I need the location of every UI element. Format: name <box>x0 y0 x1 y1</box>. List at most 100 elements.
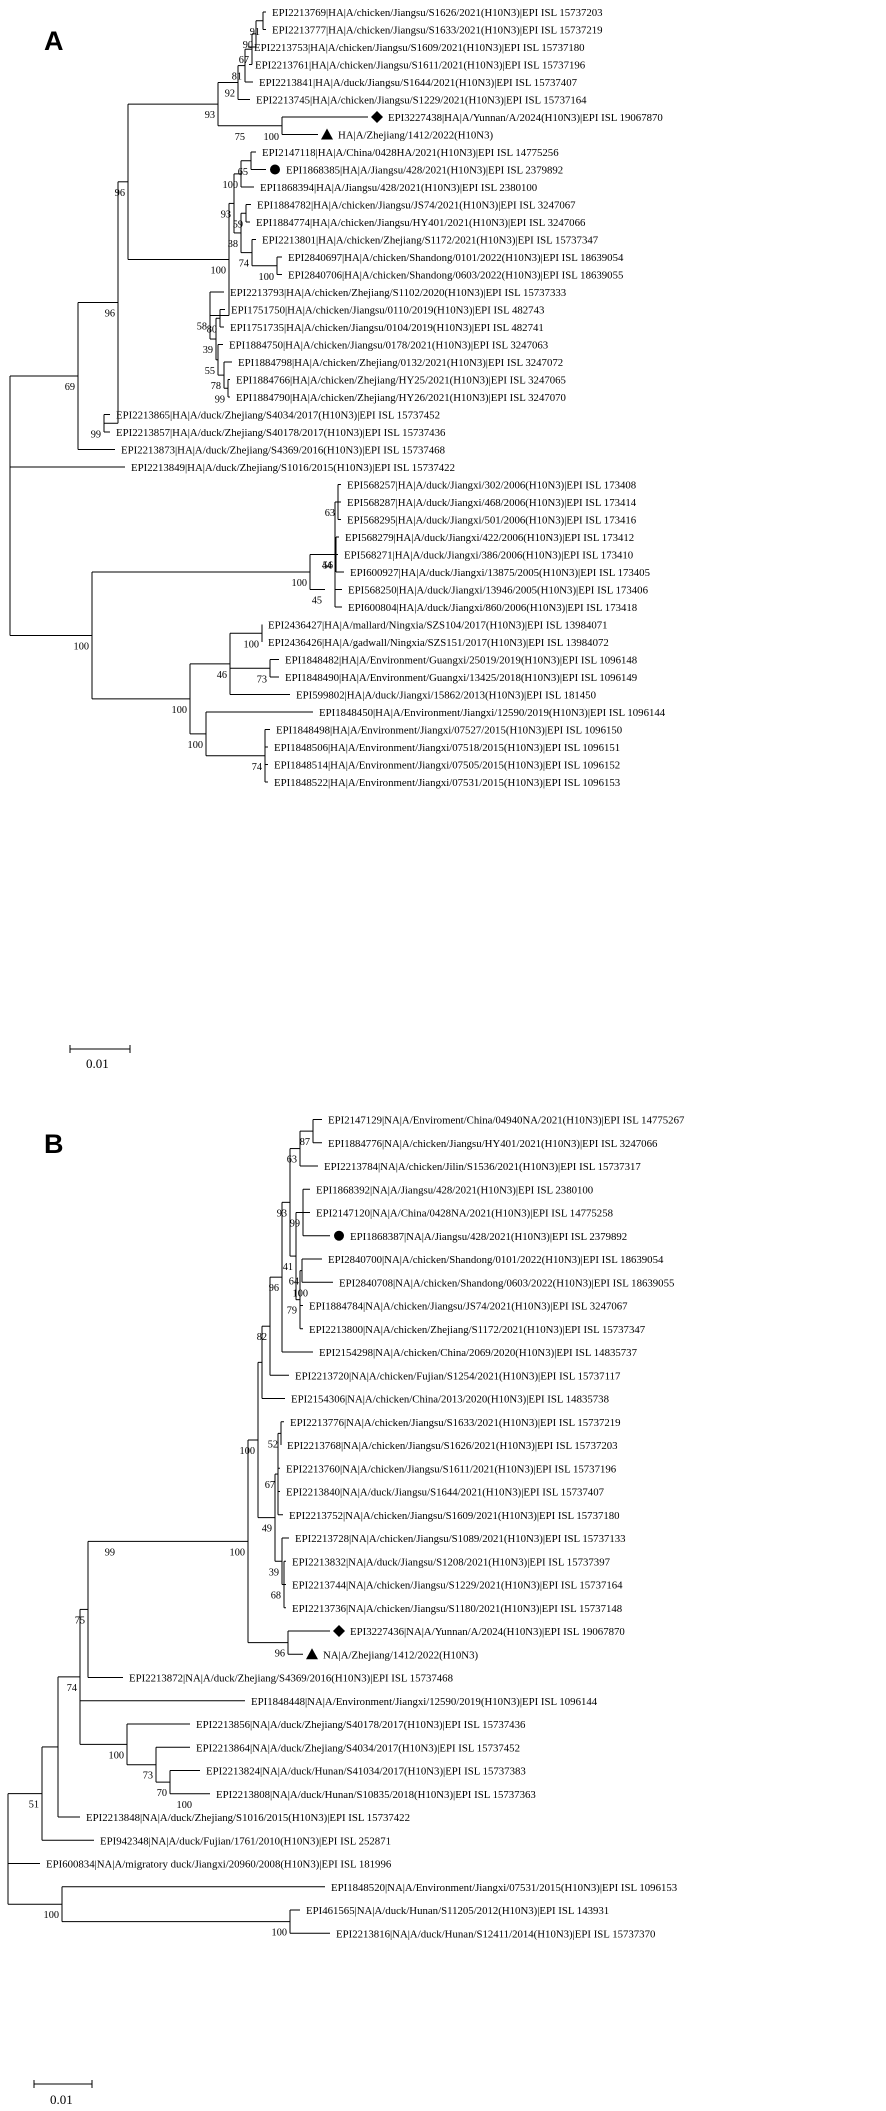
bootstrap-value: 93 <box>221 209 231 220</box>
leaf-label: EPI1884774|HA|A/chicken/Jiangsu/HY401/20… <box>256 217 586 229</box>
bootstrap-value: 65 <box>238 167 248 178</box>
bootstrap-value: 79 <box>287 1306 297 1317</box>
leaf-label: EPI2213800|NA|A/chicken/Zhejiang/S1172/2… <box>309 1324 646 1336</box>
diamond-marker-icon <box>333 1625 345 1637</box>
bootstrap-value: 100 <box>211 265 226 276</box>
leaf-label: EPI2840708|NA|A/chicken/Shandong/0603/20… <box>339 1277 674 1289</box>
leaf-label: EPI1848520|NA|A/Environment/Jiangxi/0753… <box>331 1882 677 1894</box>
bootstrap-value: 78 <box>211 381 221 392</box>
leaf-label: EPI1884798|HA|A/chicken/Zhejiang/0132/20… <box>238 357 563 369</box>
leaf-label: EPI1848506|HA|A/Environment/Jiangxi/0751… <box>274 742 620 754</box>
leaf-label: EPI2213856|NA|A/duck/Zhejiang/S40178/201… <box>196 1719 526 1731</box>
leaf-label: EPI2213824|NA|A/duck/Hunan/S41034/2017(H… <box>206 1766 526 1778</box>
bootstrap-value: 91 <box>250 27 260 38</box>
bootstrap-value: 100 <box>177 1800 192 1811</box>
bootstrap-value: 64 <box>289 1277 299 1288</box>
bootstrap-value: 99 <box>215 394 225 405</box>
panel-b-scale-bar: 0.01 <box>33 2080 93 2107</box>
leaf-label: EPI2213808|NA|A/duck/Hunan/S10835/2018(H… <box>216 1789 536 1801</box>
leaf-label: EPI1848482|HA|A/Environment/Guangxi/2501… <box>285 655 637 667</box>
leaf-label: EPI1848450|HA|A/Environment/Jiangxi/1259… <box>319 707 666 719</box>
bootstrap-value: 100 <box>292 578 307 589</box>
bootstrap-value: 100 <box>259 272 274 283</box>
leaf-label: EPI2213873|HA|A/duck/Zhejiang/S4369/2016… <box>121 445 445 457</box>
panel-a-scale-label: 0.01 <box>86 1056 109 1071</box>
leaf-label: EPI1884782|HA|A/chicken/Jiangsu/JS74/202… <box>257 200 576 212</box>
panel-b-branches <box>7 1119 333 1934</box>
bootstrap-value: 63 <box>287 1155 297 1166</box>
bootstrap-value: 87 <box>300 1137 310 1148</box>
bootstrap-value: 100 <box>44 1910 59 1921</box>
bootstrap-value: 100 <box>230 1547 245 1558</box>
leaf-label: EPI2436426|HA|A/gadwall/Ningxia/SZS151/2… <box>268 637 609 649</box>
bootstrap-value: 41 <box>283 1262 293 1273</box>
leaf-label: EPI461565|NA|A/duck/Hunan/S11205/2012(H1… <box>306 1905 609 1917</box>
leaf-label: EPI1884790|HA|A/chicken/Zhejiang/HY26/20… <box>236 392 566 404</box>
panel-a-markers <box>270 111 383 175</box>
panel-a-label: A <box>44 26 64 56</box>
leaf-label: EPI568271|HA|A/duck/Jiangxi/386/2006(H10… <box>344 550 633 562</box>
bootstrap-value: 100 <box>240 1446 255 1457</box>
leaf-label: EPI2213769|HA|A/chicken/Jiangsu/S1626/20… <box>272 7 603 19</box>
leaf-label: EPI1848522|HA|A/Environment/Jiangxi/0753… <box>274 777 620 789</box>
bootstrap-value: 100 <box>188 740 203 751</box>
bootstrap-value: 93 <box>205 110 215 121</box>
bootstrap-value: 80 <box>207 324 217 335</box>
bootstrap-value: 44 <box>322 561 332 572</box>
panel-b-label: B <box>44 1129 64 1159</box>
leaf-label: EPI1848448|NA|A/Environment/Jiangxi/1259… <box>251 1696 598 1708</box>
bootstrap-value: 100 <box>172 705 187 716</box>
leaf-label: EPI2840700|NA|A/chicken/Shandong/0101/20… <box>328 1254 664 1266</box>
bootstrap-value: 75 <box>75 1615 85 1626</box>
bootstrap-value: 55 <box>205 366 215 377</box>
panel-a-leaf-labels: EPI2213769|HA|A/chicken/Jiangsu/S1626/20… <box>116 7 666 789</box>
leaf-label: EPI1884776|NA|A/chicken/Jiangsu/HY401/20… <box>328 1138 658 1150</box>
leaf-label: EPI2213776|NA|A/chicken/Jiangsu/S1633/20… <box>290 1417 621 1429</box>
panel-b-na-tree: B EPI2147129|NA|A/Enviroment/China/04940… <box>7 1115 685 2107</box>
leaf-label: EPI1868392|NA|A/Jiangsu/428/2021(H10N3)|… <box>316 1184 593 1196</box>
leaf-label: EPI2840697|HA|A/chicken/Shandong/0101/20… <box>288 252 624 264</box>
leaf-label: EPI599802|HA|A/duck/Jiangxi/15862/2013(H… <box>296 690 596 702</box>
leaf-label: EPI2436427|HA|A/mallard/Ningxia/SZS104/2… <box>268 620 608 632</box>
leaf-label: EPI2213761|HA|A/chicken/Jiangsu/S1611/20… <box>255 60 586 72</box>
leaf-label: EPI2213865|HA|A/duck/Zhejiang/S4034/2017… <box>116 410 440 422</box>
leaf-label: EPI2213753|HA|A/chicken/Jiangsu/S1609/20… <box>254 42 585 54</box>
bootstrap-value: 92 <box>225 89 235 100</box>
leaf-label: EPI2213728|NA|A/chicken/Jiangsu/S1089/20… <box>295 1533 626 1545</box>
bootstrap-value: 74 <box>252 762 262 773</box>
bootstrap-value: 99 <box>290 1219 300 1230</box>
leaf-label: EPI568295|HA|A/duck/Jiangxi/501/2006(H10… <box>347 515 637 527</box>
leaf-label: EPI2213857|HA|A/duck/Zhejiang/S40178/201… <box>116 427 446 439</box>
bootstrap-value: 58 <box>197 322 207 333</box>
bootstrap-value: 73 <box>143 1771 153 1782</box>
bootstrap-value: 82 <box>257 1332 267 1343</box>
bootstrap-value: 93 <box>277 1208 287 1219</box>
bootstrap-value: 45 <box>312 596 322 607</box>
leaf-label: EPI600927|HA|A/duck/Jiangxi/13875/2005(H… <box>350 567 650 579</box>
leaf-label: EPI2213864|NA|A/duck/Zhejiang/S4034/2017… <box>196 1742 520 1754</box>
leaf-label: EPI2213777|HA|A/chicken/Jiangsu/S1633/20… <box>272 25 603 37</box>
triangle-marker-icon <box>321 128 333 140</box>
leaf-label: EPI2213768|NA|A/chicken/Jiangsu/S1626/20… <box>287 1440 618 1452</box>
leaf-label: EPI2213841|HA|A/duck/Jiangsu/S1644/2021(… <box>259 77 578 89</box>
bootstrap-value: 49 <box>262 1524 272 1535</box>
leaf-label: EPI2213849|HA|A/duck/Zhejiang/S1016/2015… <box>131 462 455 474</box>
leaf-label: EPI2213793|HA|A/chicken/Zhejiang/S1102/2… <box>230 287 566 299</box>
bootstrap-value: 96 <box>269 1283 279 1294</box>
bootstrap-value: 39 <box>203 345 213 356</box>
leaf-label: EPI3227438|HA|A/Yunnan/A/2024(H10N3)|EPI… <box>388 112 663 124</box>
leaf-label: EPI568257|HA|A/duck/Jiangxi/302/2006(H10… <box>347 480 636 492</box>
leaf-label: EPI600804|HA|A/duck/Jiangxi/860/2006(H10… <box>348 602 637 614</box>
bootstrap-value: 73 <box>257 674 267 685</box>
bootstrap-value: 100 <box>293 1288 308 1299</box>
leaf-label: EPI568250|HA|A/duck/Jiangxi/13946/2005(H… <box>348 585 649 597</box>
panel-a-ha-tree: A EPI2213769|HA|A/chicken/Jiangsu/S1626/… <box>9 7 666 1071</box>
leaf-label: EPI1884784|NA|A/chicken/Jiangsu/JS74/202… <box>309 1301 628 1313</box>
bootstrap-value: 100 <box>244 639 259 650</box>
bootstrap-value: 75 <box>235 132 245 143</box>
leaf-label: EPI2147118|HA|A/China/0428HA/2021(H10N3)… <box>262 147 559 159</box>
leaf-label: EPI2213784|NA|A/chicken/Jilin/S1536/2021… <box>324 1161 641 1173</box>
leaf-label: EPI600834|NA|A/migratory duck/Jiangxi/20… <box>46 1859 392 1871</box>
panel-b-leaf-labels: EPI2147129|NA|A/Enviroment/China/04940NA… <box>46 1115 685 1941</box>
leaf-label: EPI2213744|NA|A/chicken/Jiangsu/S1229/20… <box>292 1580 623 1592</box>
